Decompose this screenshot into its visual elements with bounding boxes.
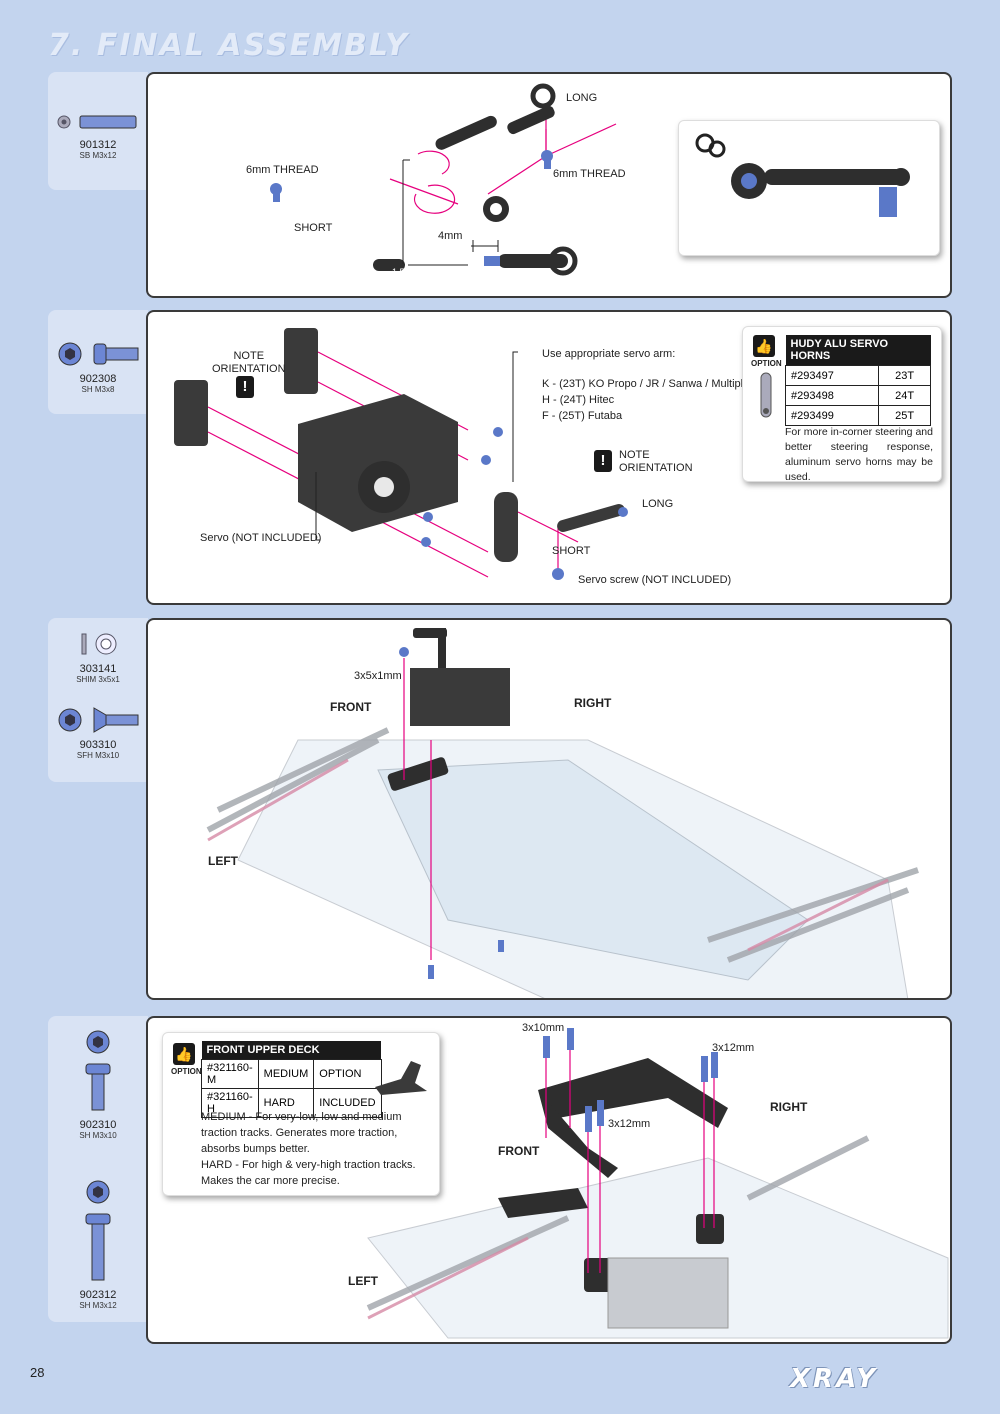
warning-icon-left: ! — [236, 376, 254, 398]
part-303141: 303141 SHIM 3x5x1 — [48, 630, 148, 684]
label-thread-left: 6mm THREAD — [246, 164, 319, 176]
part-901312: 901312 SB M3x12 — [48, 110, 148, 160]
servo-arm-k: K - (23T) KO Propo / JR / Sanwa / Multip… — [542, 378, 755, 390]
label-long: LONG — [642, 498, 674, 510]
upper-deck-icon — [375, 1061, 427, 1095]
screw-icon — [57, 115, 137, 129]
shim-icon — [81, 633, 117, 655]
parts-column-2: 902308 SH M3x8 — [48, 310, 148, 414]
table-title: FRONT UPPER DECK — [201, 1041, 382, 1060]
label-left: LEFT — [348, 1274, 378, 1288]
table-title: HUDY ALU SERVO HORNS — [785, 335, 931, 366]
page-title: 7. FINAL ASSEMBLY — [48, 28, 409, 63]
alu-servo-horn-icon — [760, 372, 772, 418]
label-long: LONG — [566, 92, 598, 104]
label-servo: Servo (NOT INCLUDED) — [200, 532, 322, 544]
brand-logo: XRAY — [790, 1364, 879, 1394]
thumbs-up-icon: 👍 — [753, 335, 775, 357]
label-shim: 3x5x1mm — [354, 670, 402, 682]
step-panel-3: 3x5x1mm FRONT RIGHT LEFT — [146, 618, 952, 1000]
label-left: LEFT — [208, 854, 238, 868]
part-902308: 902308 SH M3x8 — [48, 340, 148, 394]
step-panel-1: LONG 6mm THREAD 6mm THREAD SHORT 4mm 1.5… — [146, 72, 952, 298]
servo-arm-h: H - (24T) Hitec — [542, 394, 615, 406]
servo-arm-title: Use appropriate servo arm: — [542, 348, 676, 360]
option-label: OPTION — [751, 359, 782, 368]
label-tool-1.5mm: 1.5mm — [392, 267, 420, 277]
parts-column-3: 303141 SHIM 3x5x1 903310 SFH M3x10 — [48, 618, 148, 782]
label-front: FRONT — [330, 700, 372, 714]
page-number: 28 — [30, 1365, 45, 1380]
part-902312: 902312 SH M3x12 — [48, 1180, 148, 1310]
label-short: SHORT — [294, 222, 333, 234]
parts-column-1: 901312 SB M3x12 — [48, 72, 148, 190]
servo-diagram — [174, 328, 628, 580]
step-panel-2: NOTE ORIENTATION ! Use appropriate servo… — [146, 310, 952, 605]
chassis-servo-diagram — [206, 628, 919, 998]
socket-screw-icon — [85, 1180, 111, 1281]
option-description: For more in-corner steering and better s… — [785, 426, 933, 483]
upper-deck-diagram — [366, 1028, 949, 1339]
label-right: RIGHT — [770, 1100, 808, 1114]
note-orientation-right: NOTE ORIENTATION — [619, 449, 693, 474]
part-902310: 902310 SH M3x10 — [48, 1030, 148, 1140]
hard-description: HARD - For high & very-high traction tra… — [201, 1159, 416, 1187]
label-dim-4mm: 4mm — [438, 230, 463, 242]
label-thread-right: 6mm THREAD — [553, 168, 626, 180]
servo-arm-f: F - (25T) Futaba — [542, 410, 623, 422]
label-screw-3x12-center: 3x12mm — [608, 1118, 651, 1130]
assembled-preview — [678, 120, 940, 256]
medium-description: MEDIUM - For very-low, low and medium tr… — [201, 1111, 402, 1155]
option-label: OPTION — [171, 1067, 202, 1076]
flat-head-screw-icon — [58, 707, 139, 733]
label-screw-3x12-right: 3x12mm — [712, 1042, 755, 1054]
part-903310: 903310 SFH M3x10 — [48, 706, 148, 760]
label-right: RIGHT — [574, 696, 612, 710]
step-panel-4: 3x10mm 3x12mm 3x12mm FRONT RIGHT LEFT 👍 … — [146, 1016, 952, 1344]
label-screw-3x10: 3x10mm — [522, 1022, 565, 1034]
label-short: SHORT — [552, 545, 591, 557]
cap-screw-icon — [58, 342, 139, 366]
assembled-linkage — [695, 133, 910, 217]
warning-icon-right: ! — [594, 450, 612, 472]
linkage-diagram — [270, 83, 617, 276]
note-orientation-left: NOTE ORIENTATION — [212, 350, 286, 375]
thumbs-up-icon: 👍 — [173, 1043, 195, 1065]
parts-column-4: 902310 SH M3x10 902312 SH M3x12 — [48, 1016, 148, 1322]
label-front: FRONT — [498, 1144, 540, 1158]
label-servo-screw: Servo screw (NOT INCLUDED) — [578, 574, 732, 586]
socket-screw-icon — [85, 1030, 111, 1111]
